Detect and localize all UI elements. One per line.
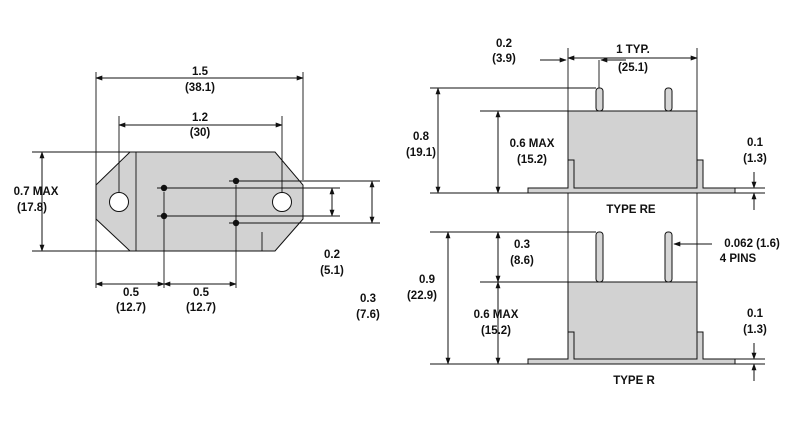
label-re-pitch: 1 TYP.	[616, 44, 650, 56]
label-re-overall-height-metric: (19.1)	[406, 147, 436, 159]
label-r-flange-metric: (1.3)	[743, 324, 767, 336]
label-r-overall-height: 0.9	[419, 274, 435, 286]
label-r-pin-count: 4 PINS	[720, 253, 757, 265]
label-re-body-height-metric: (15.2)	[517, 154, 547, 166]
label-r-pin-length: 0.3	[514, 239, 530, 251]
label-hole-spacing: 1.2	[192, 112, 208, 124]
label-r-pin-dia: 0.062 (1.6)	[724, 238, 780, 250]
label-r-body-height-metric: (15.2)	[481, 325, 511, 337]
label-r-pin-length-metric: (8.6)	[510, 255, 534, 267]
label-re-flange: 0.1	[747, 137, 764, 149]
label-re-flange-metric: (1.3)	[743, 153, 767, 165]
type-r-body	[567, 281, 698, 360]
label-pin-spacing-x-metric: (12.7)	[186, 302, 216, 314]
label-pin-spacing-y-metric: (5.1)	[320, 265, 344, 277]
label-re-body-height: 0.6 MAX	[510, 138, 555, 150]
label-height-max-metric: (17.8)	[17, 202, 47, 214]
label-height-max: 0.7 MAX	[14, 186, 59, 198]
type-re-view: 0.2 (3.9) 1 TYP. (25.1) 0.8 (19.1) 0.6 M…	[406, 38, 767, 216]
label-pin-offset-y-metric: (7.6)	[356, 309, 380, 321]
mounting-hole-left	[109, 192, 129, 212]
label-re-overall-height: 0.8	[413, 131, 430, 143]
label-r-flange: 0.1	[747, 308, 764, 320]
label-re-pin-offset: 0.2	[496, 38, 512, 50]
label-offset-left-metric: (12.7)	[116, 302, 146, 314]
top-view: 1.5 (38.1) 1.2 (30) 0.7 MAX (17.8) 0.5 (…	[14, 66, 380, 321]
mounting-hole-right	[272, 192, 292, 212]
type-r-view: 0.3 (8.6) 0.062 (1.6) 4 PINS 0.9 (22.9) …	[407, 193, 780, 387]
label-re-pin-offset-metric: (3.9)	[492, 53, 516, 65]
label-hole-spacing-metric: (30)	[190, 127, 211, 139]
label-pin-offset-y: 0.3	[360, 293, 376, 305]
label-offset-left: 0.5	[123, 287, 140, 299]
label-pin-spacing-x: 0.5	[193, 287, 210, 299]
label-overall-length: 1.5	[192, 66, 209, 78]
caption-type-r: TYPE R	[613, 375, 655, 387]
label-pin-spacing-y: 0.2	[324, 249, 340, 261]
type-re-body	[567, 110, 698, 189]
label-r-overall-height-metric: (22.9)	[407, 290, 437, 302]
label-overall-length-metric: (38.1)	[185, 82, 215, 94]
label-r-body-height: 0.6 MAX	[474, 309, 519, 321]
label-re-pitch-metric: (25.1)	[618, 62, 648, 74]
caption-type-re: TYPE RE	[606, 204, 656, 216]
